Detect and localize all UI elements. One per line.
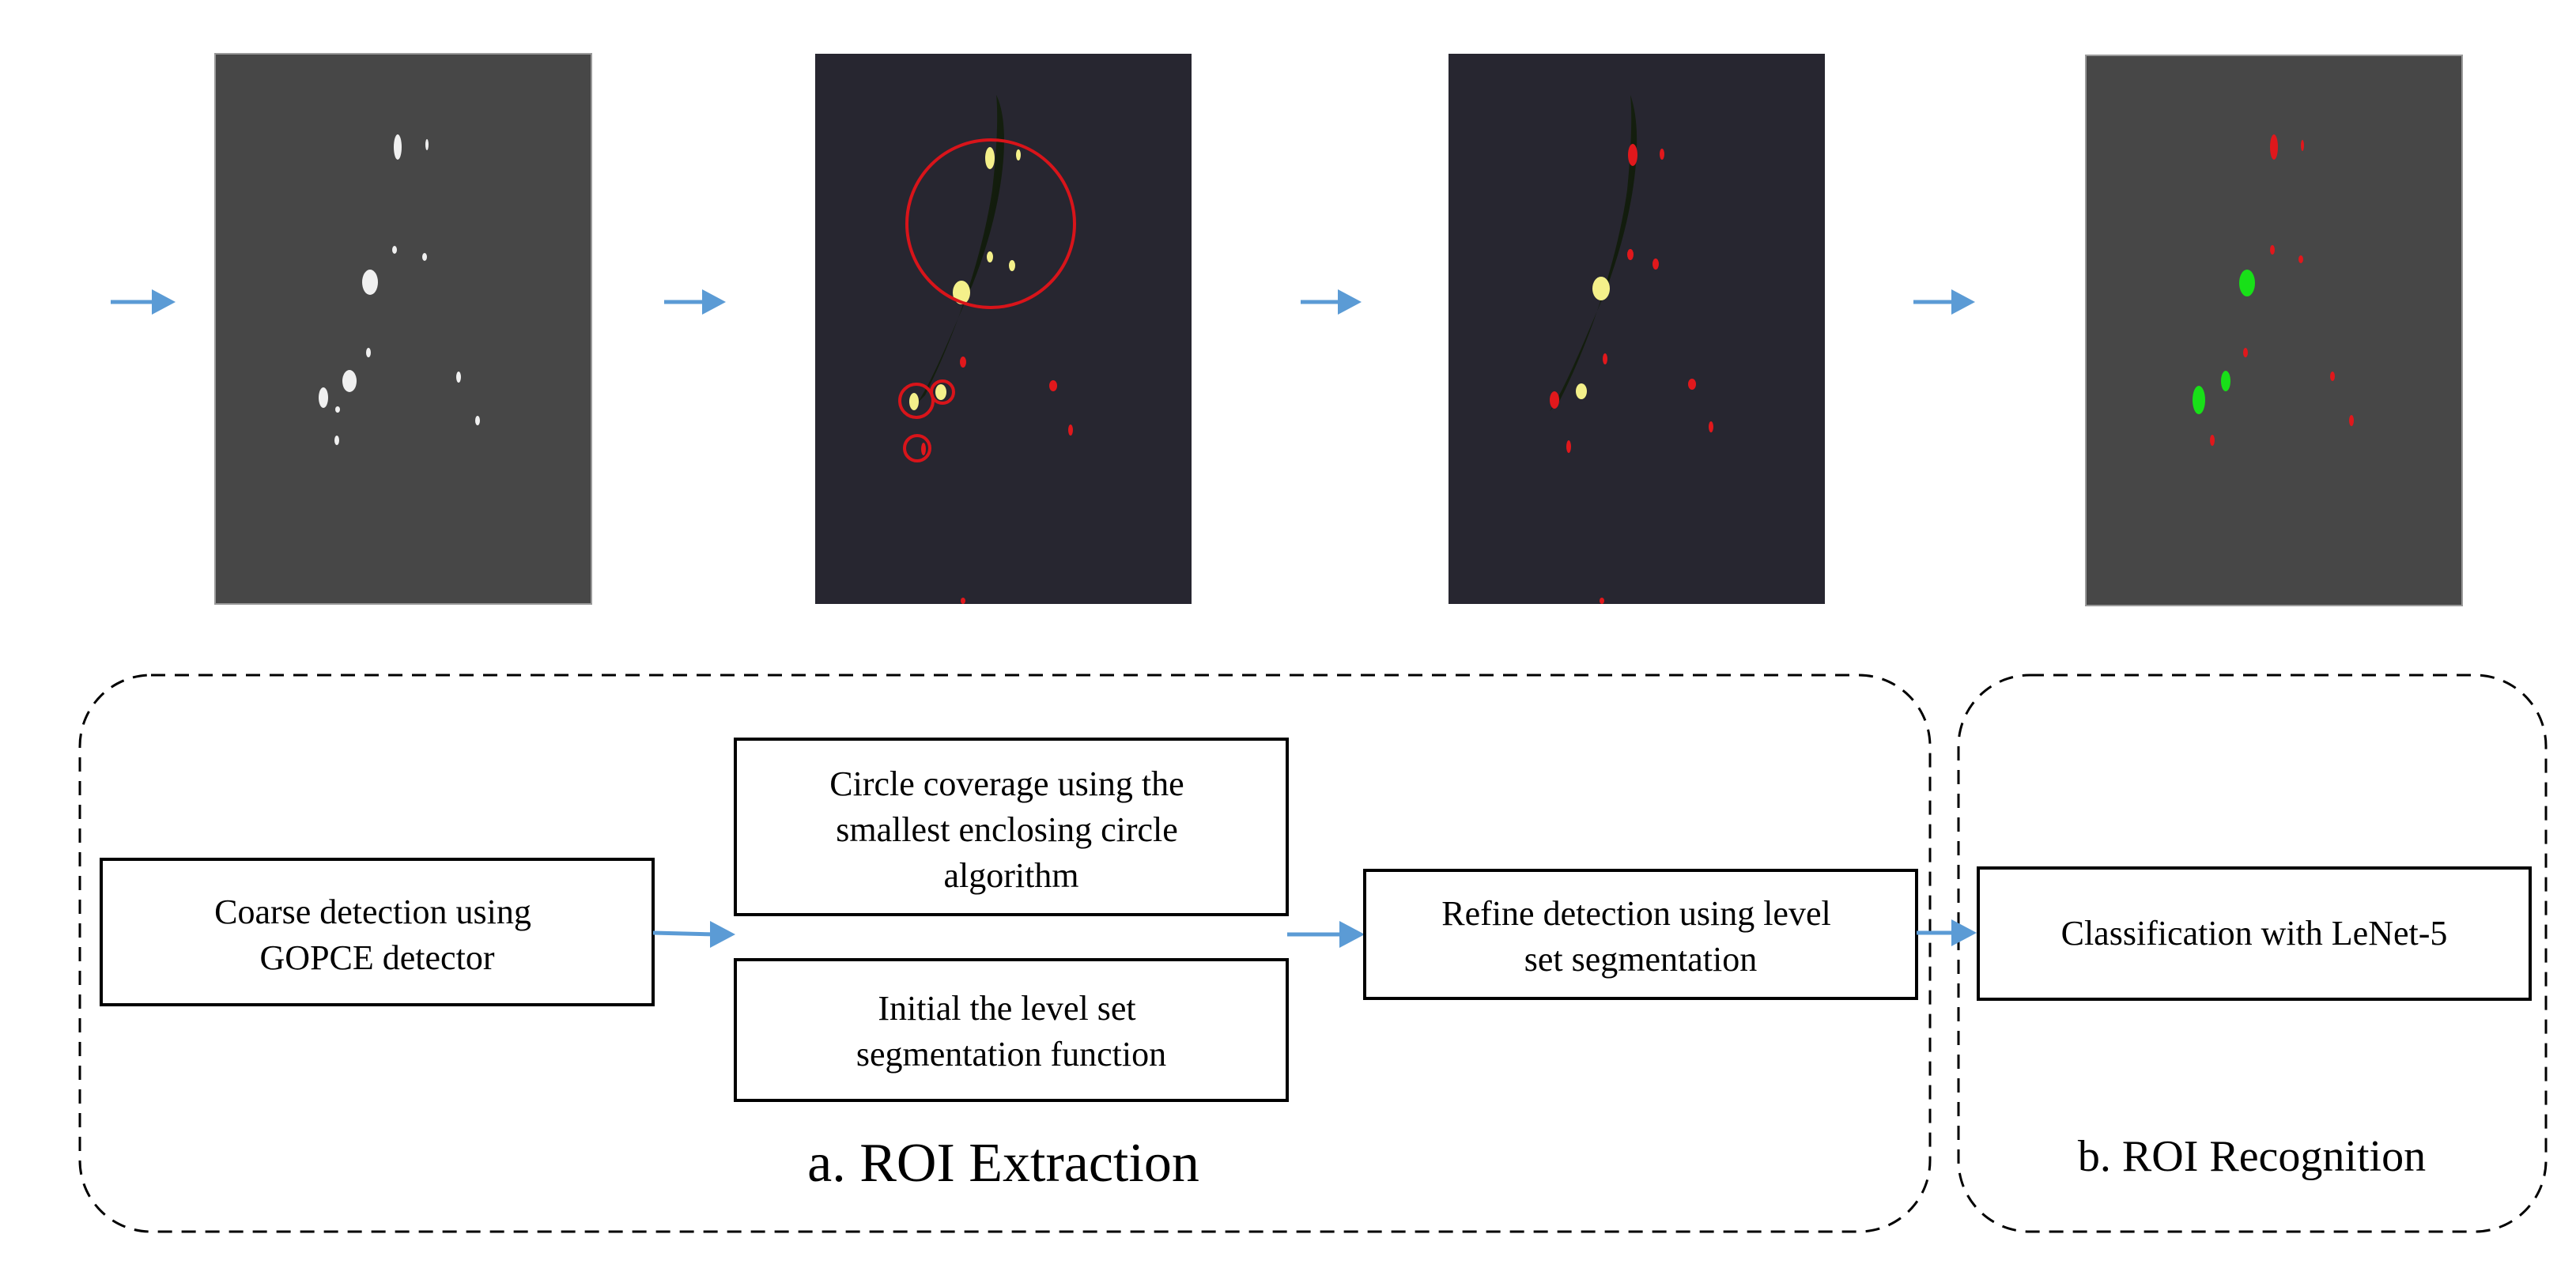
- circle-coverage-line-1: Circle coverage using the: [829, 764, 1184, 803]
- svg-text:Coarse detection using G: Coarse detection using GOPCE detector: [214, 893, 540, 977]
- coarse-detection-box: Coarse detection using GOPCE detector: [100, 858, 655, 1006]
- detected-target-points: [909, 147, 1073, 604]
- refine-detection-line-1: Refine detection using level: [1441, 894, 1830, 933]
- roi-extraction-label: a. ROI Extraction: [807, 1133, 1199, 1194]
- refine-detection-line-2: set segmentation: [1524, 940, 1758, 979]
- roi-extraction-section: [78, 674, 1932, 1233]
- svg-text:Circle coverage using the: Circle coverage using the smallest enclo…: [829, 764, 1192, 895]
- refined-detection-image-panel: [1449, 54, 1825, 604]
- flow-arrow-circle-to-refine: [1287, 921, 1365, 948]
- flow-arrow-to-circle-panel: [664, 289, 726, 315]
- initial-level-set-box: Initial the level set segmentation funct…: [734, 958, 1289, 1102]
- initial-level-set-line-2: segmentation function: [856, 1035, 1166, 1074]
- coarse-detection-line-1: Coarse detection using: [214, 893, 531, 931]
- circle-coverage-line-3: algorithm: [943, 856, 1078, 895]
- svg-text:Refine detection using level: Refine detection using level set segment…: [1441, 894, 1839, 979]
- svg-text:Classification with LeNet-5: Classification with LeNet-5: [2061, 914, 2448, 953]
- classification-line-1: Classification with LeNet-5: [2061, 914, 2448, 953]
- enclosing-circles: [898, 138, 1076, 462]
- circle-coverage-box: Circle coverage using the smallest enclo…: [734, 738, 1289, 916]
- circle-coverage-line-2: smallest enclosing circle: [836, 810, 1178, 849]
- flow-arrow-to-classified-panel: [1913, 289, 1975, 315]
- flow-arrow-coarse-to-circle: [652, 921, 735, 948]
- roi-recognition-label: b. ROI Recognition: [2078, 1132, 2426, 1181]
- roi-recognition-section: [1957, 674, 2548, 1233]
- circle-coverage-image-panel: [815, 54, 1192, 604]
- coarse-detection-line-2: GOPCE detector: [260, 938, 495, 977]
- coarse-detection-image-panel: [214, 53, 592, 605]
- flow-arrow-to-binary-panel: [111, 289, 176, 315]
- initial-level-set-line-1: Initial the level set: [878, 989, 1135, 1028]
- svg-text:Initial the level set se: Initial the level set segmentation funct…: [856, 989, 1166, 1074]
- classification-result-image-panel: [2085, 55, 2463, 606]
- refine-detection-box: Refine detection using level set segment…: [1363, 869, 1918, 1000]
- flow-arrow-refine-to-classify: [1917, 919, 1977, 946]
- flow-arrow-to-refined-panel: [1301, 289, 1362, 315]
- refined-target-points: [1550, 144, 1713, 604]
- classification-box: Classification with LeNet-5: [1977, 866, 2532, 1001]
